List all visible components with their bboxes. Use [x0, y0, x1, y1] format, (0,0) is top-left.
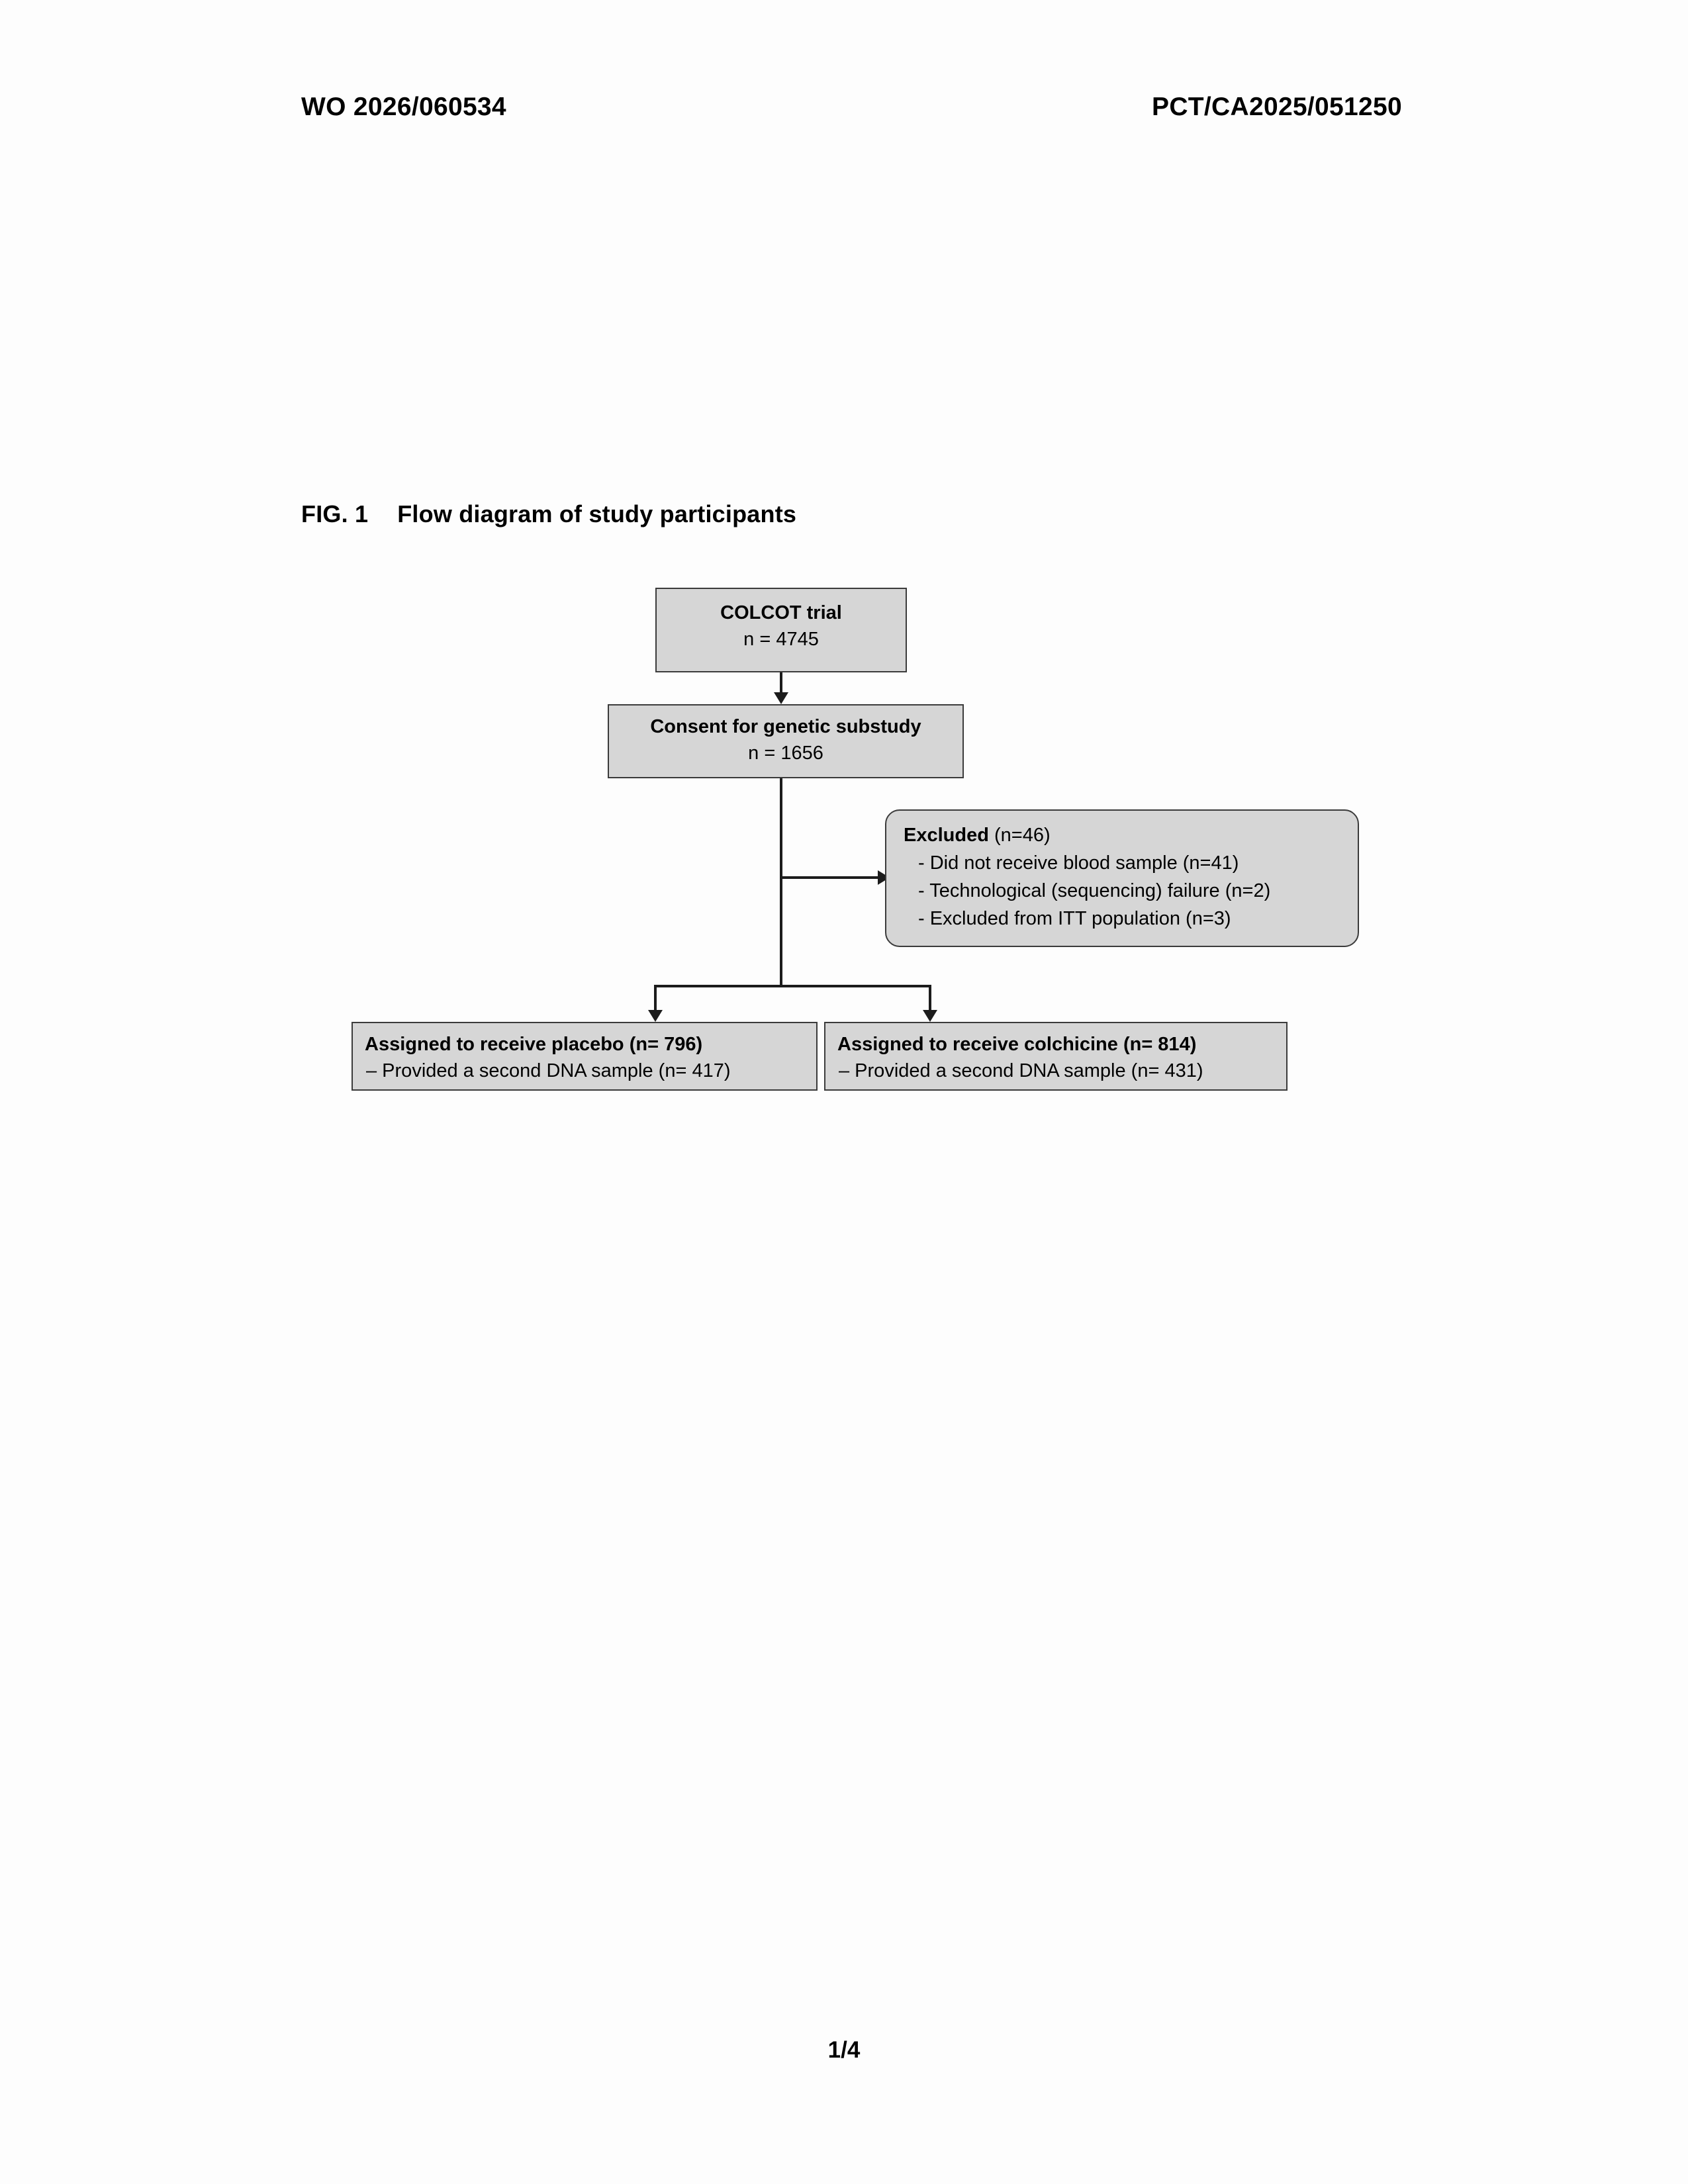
node-colchicine-title: Assigned to receive colchicine (n= 814)	[837, 1034, 1197, 1055]
node-excluded-bullet-1: - Did not receive blood sample (n=41)	[918, 852, 1239, 874]
connector-split-horizontal-line	[654, 985, 931, 987]
flow-node-colchicine-arm: Assigned to receive colchicine (n= 814) …	[824, 1022, 1288, 1091]
node-excluded-bullet-3: - Excluded from ITT population (n=3)	[918, 908, 1231, 929]
node-excluded-bullet-2: - Technological (sequencing) failure (n=…	[918, 880, 1271, 901]
connector-split-left-arrowhead	[648, 1010, 663, 1022]
node-excluded-heading-bold: Excluded	[904, 825, 989, 846]
figure-title: Flow diagram of study participants	[397, 500, 797, 527]
page-number: 1/4	[827, 2037, 861, 2063]
connector-split-right-line	[929, 985, 931, 1019]
flow-node-placebo-arm: Assigned to receive placebo (n= 796) – P…	[352, 1022, 818, 1091]
connector-colcot-to-consent-line	[780, 672, 782, 695]
flow-node-consent-genetic-substudy: Consent for genetic substudy n = 1656	[608, 704, 964, 778]
node-colchicine-second-sample: – Provided a second DNA sample (n= 431)	[839, 1060, 1203, 1081]
application-number: PCT/CA2025/051250	[1152, 93, 1402, 121]
page-header: WO 2026/060534 PCT/CA2025/051250	[0, 93, 1688, 130]
connector-split-right-arrowhead	[923, 1010, 937, 1022]
node-placebo-title: Assigned to receive placebo (n= 796)	[365, 1034, 703, 1055]
flow-node-excluded: Excluded (n=46) - Did not receive blood …	[885, 809, 1359, 947]
connector-to-excluded-line	[781, 876, 882, 879]
node-colcot-count: n = 4745	[743, 629, 819, 650]
node-placebo-second-sample: – Provided a second DNA sample (n= 417)	[366, 1060, 731, 1081]
node-excluded-heading-count: (n=46)	[988, 825, 1051, 846]
node-consent-title: Consent for genetic substudy	[650, 716, 921, 737]
node-colcot-title: COLCOT trial	[720, 602, 842, 623]
node-excluded-heading: Excluded (n=46)	[904, 821, 1358, 849]
node-consent-count: n = 1656	[748, 743, 823, 764]
connector-trunk-vertical-line	[780, 778, 782, 987]
connector-split-left-line	[654, 985, 657, 1019]
connector-colcot-to-consent-arrowhead	[774, 692, 788, 704]
flow-node-colcot-trial: COLCOT trial n = 4745	[655, 588, 907, 672]
figure-label: FIG. 1	[301, 500, 369, 527]
figure-caption: FIG. 1 Flow diagram of study participants	[301, 500, 796, 528]
publication-number: WO 2026/060534	[301, 93, 506, 121]
